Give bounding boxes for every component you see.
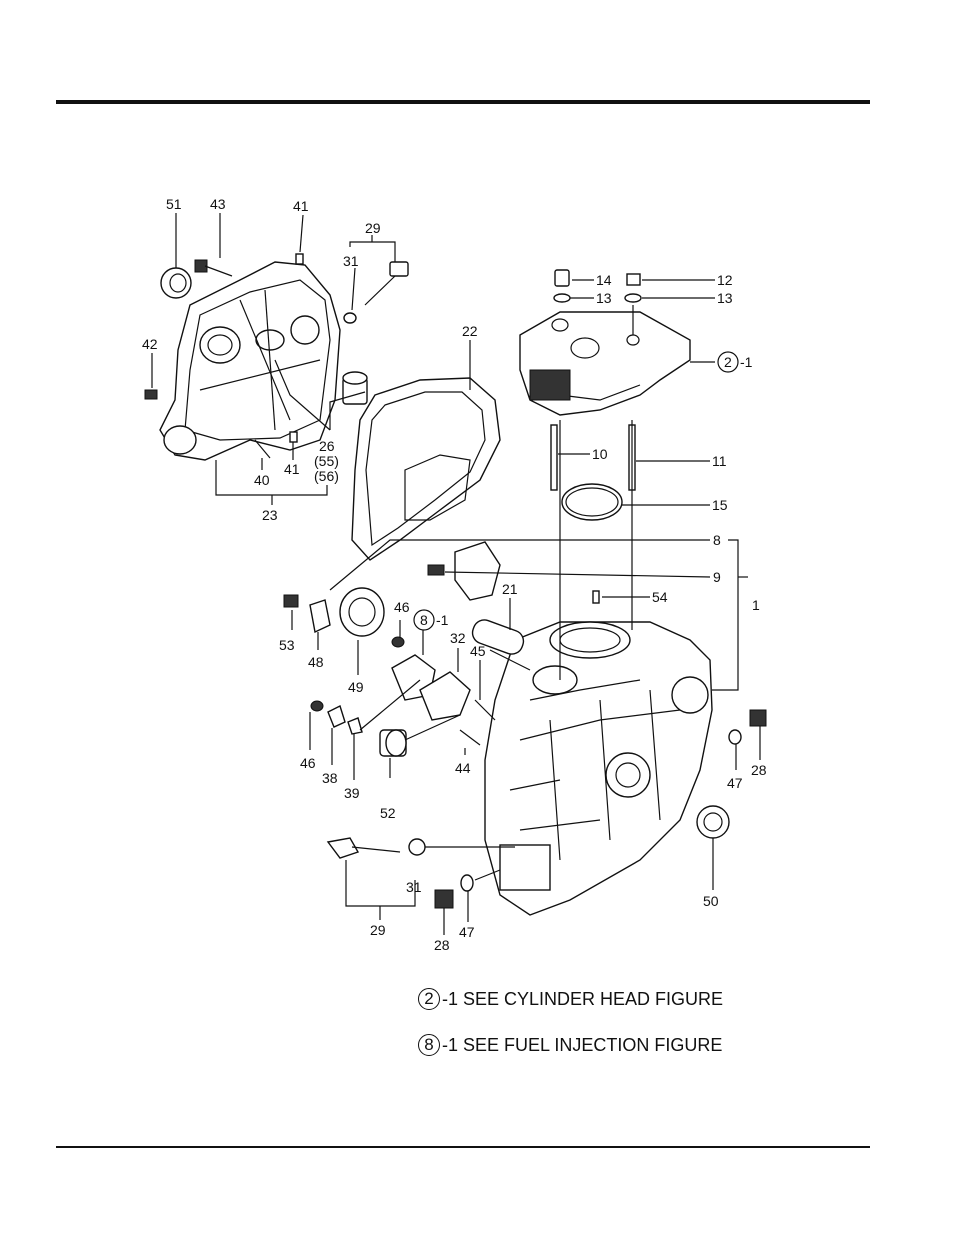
side-cover-9	[455, 542, 500, 600]
label-11: 11	[712, 453, 727, 469]
stud-44	[460, 730, 480, 745]
cap-14	[555, 270, 569, 286]
label-23: 23	[262, 507, 278, 523]
ref-8-suffix: -1	[436, 612, 449, 628]
bolt-8	[428, 565, 444, 575]
label-47-bottom: 47	[459, 924, 475, 940]
label-40: 40	[254, 472, 270, 488]
cylinder-head-cover	[520, 312, 690, 415]
note-ref-circle-8: 8	[418, 1034, 440, 1056]
stud-10	[551, 425, 557, 490]
bolt-53	[284, 595, 298, 607]
plate-48	[310, 600, 330, 632]
bearing-52	[380, 730, 406, 756]
dipstick-29-bottom	[328, 838, 400, 858]
label-41-bottom: 41	[284, 461, 300, 477]
note-text-fuel-injection: -1 SEE FUEL INJECTION FIGURE	[442, 1035, 722, 1056]
note-cylinder-head: 2 -1 SEE CYLINDER HEAD FIGURE	[418, 988, 723, 1010]
label-8: 8	[713, 532, 721, 548]
label-12: 12	[717, 272, 733, 288]
label-46-top: 46	[394, 599, 410, 615]
bolt-43	[195, 260, 232, 276]
part-39	[348, 718, 362, 734]
oil-seal-50	[697, 806, 729, 838]
washer-13-right	[625, 294, 641, 302]
label-55: (55)	[314, 453, 339, 469]
washer-13-left	[554, 294, 570, 302]
label-46-bottom: 46	[300, 755, 316, 771]
label-42: 42	[142, 336, 158, 352]
label-45: 45	[470, 643, 486, 659]
label-29-bottom: 29	[370, 922, 386, 938]
bottom-rule	[56, 1146, 870, 1148]
label-21: 21	[502, 581, 518, 597]
washer-47-bottom	[461, 875, 473, 891]
label-31-top: 31	[343, 253, 359, 269]
bushing-26	[343, 372, 367, 404]
label-49: 49	[348, 679, 364, 695]
label-38: 38	[322, 770, 338, 786]
nut-12	[627, 274, 640, 285]
label-10: 10	[592, 446, 608, 462]
label-48: 48	[308, 654, 324, 670]
label-26: 26	[319, 438, 335, 454]
oil-seal-51	[161, 268, 191, 298]
bearing-49	[340, 588, 384, 636]
crankcase-block	[485, 622, 712, 915]
pin-41-bottom	[290, 432, 297, 442]
label-47-right: 47	[727, 775, 743, 791]
gasket-ring-15	[562, 484, 622, 520]
label-31-bottom: 31	[406, 879, 422, 895]
o-ring-31-top	[344, 313, 356, 323]
dipstick-29-top	[365, 262, 408, 305]
pin-41-top	[296, 254, 303, 264]
label-43: 43	[210, 196, 226, 212]
note-fuel-injection: 8 -1 SEE FUEL INJECTION FIGURE	[418, 1034, 722, 1056]
label-9: 9	[713, 569, 721, 585]
nut-46-bottom	[311, 701, 323, 711]
note-ref-circle-2: 2	[418, 988, 440, 1010]
label-28-bottom: 28	[434, 937, 450, 953]
label-32: 32	[450, 630, 466, 646]
label-54: 54	[652, 589, 668, 605]
ref-8-number: 8	[420, 612, 428, 628]
gasket-22	[352, 378, 500, 560]
label-15: 15	[712, 497, 728, 513]
label-50: 50	[703, 893, 719, 909]
label-52: 52	[380, 805, 396, 821]
nut-46-top	[392, 637, 404, 647]
o-ring-31-bottom	[409, 839, 425, 855]
ref-2-number: 2	[724, 354, 732, 370]
label-1: 1	[752, 597, 760, 613]
part-38	[328, 706, 345, 727]
label-41-top: 41	[293, 198, 309, 214]
label-13-left: 13	[596, 290, 612, 306]
pin-54	[593, 591, 599, 603]
label-51: 51	[166, 196, 182, 212]
stud-45	[475, 700, 495, 720]
label-39: 39	[344, 785, 360, 801]
label-53: 53	[279, 637, 295, 653]
plug-28-right	[750, 710, 766, 726]
note-text-cylinder-head: -1 SEE CYLINDER HEAD FIGURE	[442, 989, 723, 1010]
label-22: 22	[462, 323, 478, 339]
label-13-right: 13	[717, 290, 733, 306]
label-29-top: 29	[365, 220, 381, 236]
label-56: (56)	[314, 468, 339, 484]
label-14: 14	[596, 272, 612, 288]
label-44: 44	[455, 760, 471, 776]
label-28-right: 28	[751, 762, 767, 778]
plug-42	[145, 390, 157, 399]
plug-28-bottom	[435, 890, 453, 908]
ref-2-suffix: -1	[740, 354, 753, 370]
washer-47-right	[729, 730, 741, 744]
